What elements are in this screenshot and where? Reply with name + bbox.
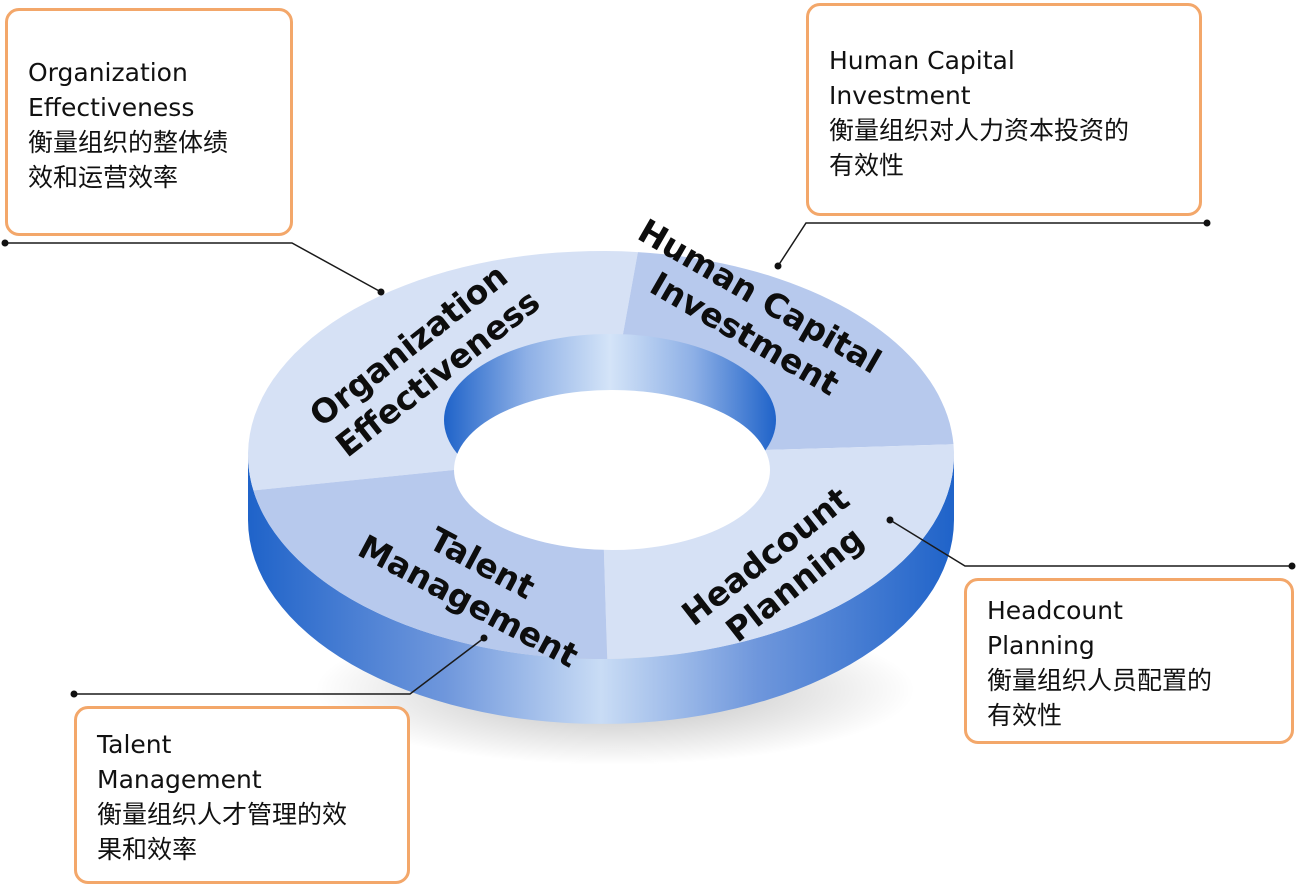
leader-line-hc <box>889 519 1292 567</box>
callout-description: 衡量组织对人力资本投资的 有效性 <box>829 116 1130 180</box>
leader-dot <box>480 634 488 642</box>
callout-human-capital-investment: Human Capital Investment 衡量组织对人力资本投资的 有效… <box>806 3 1202 216</box>
callout-talent-management: Talent Management 衡量组织人才管理的效 果和效率 <box>74 706 410 884</box>
callout-description: 衡量组织的整体绩 效和运营效率 <box>28 128 229 192</box>
callout-headcount-planning: Headcount Planning 衡量组织人员配置的 有效性 <box>964 578 1294 744</box>
callout-description: 衡量组织人才管理的效 果和效率 <box>97 800 348 864</box>
callout-organization-effectiveness: Organization Effectiveness 衡量组织的整体绩 效和运营… <box>5 8 293 236</box>
ring-side <box>248 455 954 724</box>
leader-line-org <box>5 242 382 293</box>
ring-hole <box>444 334 776 550</box>
leader-dot <box>1288 562 1296 570</box>
callout-title: Headcount Planning <box>987 596 1123 660</box>
callout-title: Human Capital Investment <box>829 46 1015 110</box>
callout-description: 衡量组织人员配置的 有效性 <box>987 666 1213 730</box>
leader-dot <box>774 262 782 270</box>
callout-title: Organization Effectiveness <box>28 58 195 122</box>
leader-dot <box>377 288 385 296</box>
leader-dot <box>1 239 9 247</box>
leader-dot <box>1203 219 1211 227</box>
leader-dot <box>886 516 894 524</box>
callout-title: Talent Management <box>97 730 262 794</box>
leader-line-hci <box>777 222 1207 267</box>
leader-line-tm <box>74 637 485 695</box>
leader-dot <box>70 690 78 698</box>
